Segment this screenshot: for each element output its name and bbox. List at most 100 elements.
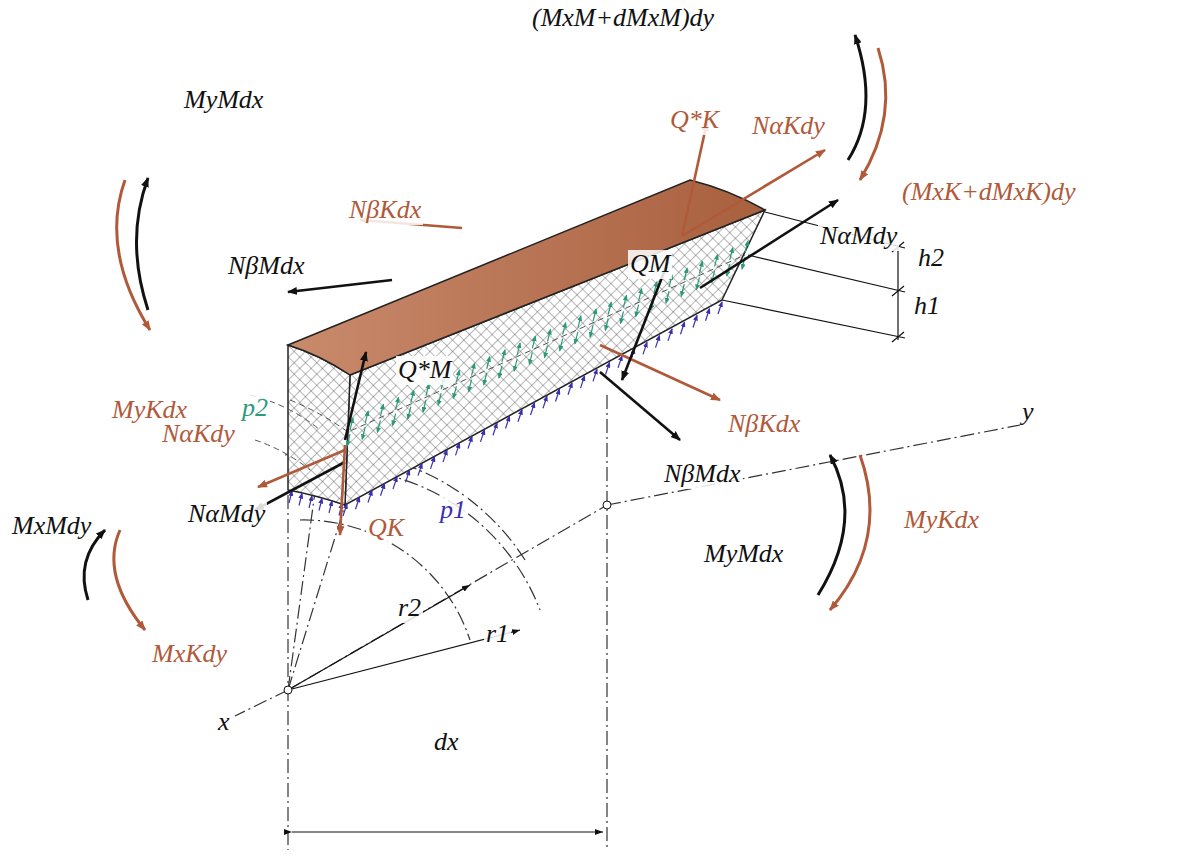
pressure-arrow <box>517 343 520 355</box>
force-label: MyMdx <box>182 86 265 115</box>
force-label: NβMdx <box>226 252 307 281</box>
pressure-arrow <box>699 261 702 273</box>
dx-dimension <box>292 831 603 832</box>
pressure-arrow <box>560 339 563 351</box>
pressure-arrow <box>456 370 459 382</box>
pressure-arrow <box>693 315 697 327</box>
pressure-arrow <box>393 477 397 489</box>
force-label: MyKdx <box>902 506 981 535</box>
pressure-arrow <box>343 504 347 516</box>
pressure-arrow <box>368 491 372 503</box>
pressure-arrow <box>684 268 687 280</box>
pressure-arrow <box>656 336 660 348</box>
force-arrows <box>255 122 838 535</box>
pressure-arrow <box>487 357 490 369</box>
pressure-arrow <box>643 342 647 354</box>
force-label: QM <box>628 250 672 279</box>
pressure-arrow <box>468 437 472 449</box>
pressure-arrow <box>618 356 622 368</box>
pressure-arrow <box>456 443 460 455</box>
pressure-arrow <box>623 295 626 307</box>
force-label: MyMdx <box>702 540 785 569</box>
radius-lines <box>288 585 520 690</box>
pressure-arrow <box>593 369 597 381</box>
pressure-arrow <box>377 420 380 432</box>
pressure-arrow <box>590 325 593 337</box>
force-label: NβKdx <box>726 410 802 439</box>
pressure-arrow <box>443 450 447 462</box>
force-label: QK <box>366 514 406 543</box>
force-label: Q*M <box>396 356 453 385</box>
force-label: NαKdy <box>160 420 237 449</box>
force-label: r2 <box>396 594 423 623</box>
pressure-arrow <box>408 407 411 419</box>
pressure-arrow <box>730 248 733 260</box>
pressure-arrow <box>411 391 414 403</box>
pressure-arrow <box>568 383 572 395</box>
force-label: h1 <box>912 292 942 321</box>
pressure-arrow <box>347 434 350 446</box>
pressure-arrow <box>575 332 578 344</box>
pressure-arrow <box>365 411 368 423</box>
pressure-arrow <box>718 302 722 314</box>
centre-point <box>603 501 611 509</box>
pressure-arrow <box>581 376 585 388</box>
pressure-arrow <box>529 352 532 364</box>
pressure-arrow <box>543 396 547 408</box>
force-label: NβMdx <box>662 460 743 489</box>
force-label: Q*K <box>668 106 721 135</box>
pressure-arrow <box>472 364 475 376</box>
pressure-arrow <box>636 305 639 317</box>
force-label: NαKdy <box>750 112 827 141</box>
pressure-arrow <box>605 318 608 330</box>
pressure-arrow <box>606 363 610 375</box>
pressure-arrow <box>545 346 548 358</box>
pressure-arrow <box>431 457 435 469</box>
pressure-arrow <box>556 390 560 402</box>
pressure-arrow <box>396 398 399 410</box>
pressure-arrow <box>518 410 522 422</box>
pressure-arrow <box>406 470 410 482</box>
pressure-arrow <box>393 414 396 426</box>
pressure-arrow <box>531 403 535 415</box>
pressure-arrow <box>362 427 365 439</box>
pressure-arrow <box>493 423 497 435</box>
pressure-arrow <box>423 400 426 412</box>
pressure-arrow <box>514 359 517 371</box>
force-label: MxKdy <box>150 640 229 669</box>
pressure-arrow <box>532 336 535 348</box>
pressure-arrow <box>639 289 642 301</box>
pressure-arrow <box>715 255 718 267</box>
force-label: NαMdy <box>186 500 267 529</box>
pressure-arrow <box>548 330 551 342</box>
pressure-arrow <box>418 464 422 476</box>
pressure-arrow <box>380 404 383 416</box>
pressure-arrow <box>745 241 748 253</box>
force-label: dx <box>432 728 461 757</box>
pressure-arrow <box>681 284 684 296</box>
pressure-arrow <box>593 309 596 321</box>
pressure-arrows <box>289 241 748 516</box>
pressure-arrow <box>506 416 510 428</box>
pressure-arrow <box>438 393 441 405</box>
force-label: h2 <box>916 244 946 273</box>
pressure-arrow <box>319 499 322 511</box>
force-label: NαMdy <box>818 222 899 251</box>
pressure-arrow <box>469 380 472 392</box>
pressure-arrow <box>329 501 332 513</box>
pressure-arrow <box>309 496 312 508</box>
pressure-arrow <box>681 322 685 334</box>
pressure-arrow <box>481 430 485 442</box>
shell-element <box>250 180 765 505</box>
force-label: p1 <box>438 496 468 525</box>
pressure-arrow <box>381 484 385 496</box>
pressure-arrow <box>578 316 581 328</box>
force-label: r1 <box>484 620 511 649</box>
centre-point <box>284 686 292 694</box>
pressure-arrow <box>666 291 669 303</box>
force-label: MxMdy <box>10 512 93 541</box>
pressure-arrow <box>563 323 566 335</box>
pressure-arrow <box>706 309 710 321</box>
moment-arrows <box>84 35 886 630</box>
